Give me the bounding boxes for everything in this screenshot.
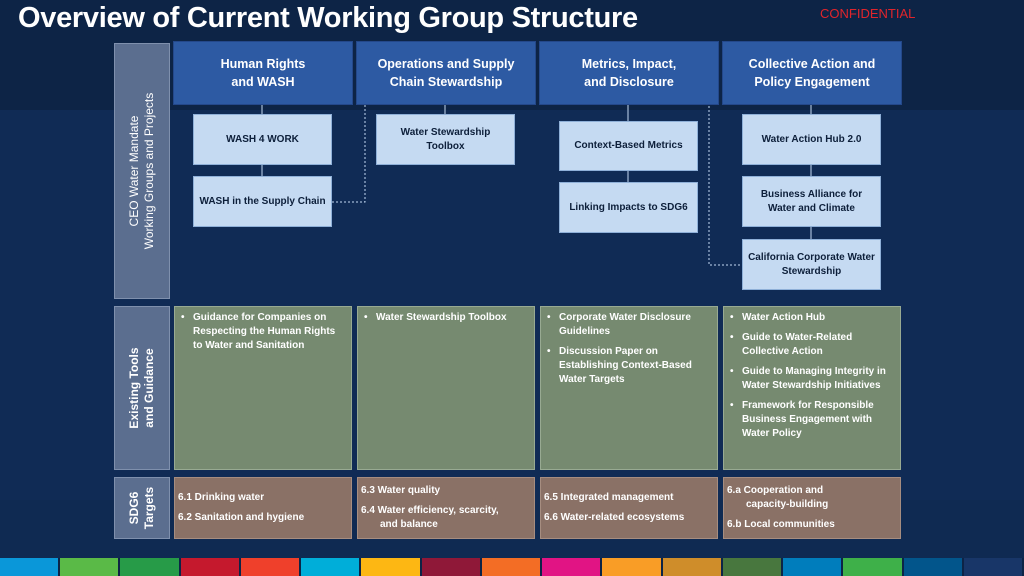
row-label-line: Working Groups and Projects xyxy=(142,92,156,250)
confidential-label: CONFIDENTIAL xyxy=(820,6,916,21)
header-operations-supply-chain: Operations and Supply Chain Stewardship xyxy=(357,42,535,104)
header-line: Chain Stewardship xyxy=(389,75,503,89)
tool-item: Corporate Water Disclosure Guidelines xyxy=(547,311,713,339)
header-line: Operations and Supply xyxy=(377,57,515,71)
sdg-stripe-segment xyxy=(421,558,480,576)
sdg-stripe-segment xyxy=(783,558,842,576)
page-title: Overview of Current Working Group Struct… xyxy=(18,2,638,34)
sdg-stripe-segment xyxy=(843,558,902,576)
sdg-stripe-segment xyxy=(481,558,541,576)
sdg-human-rights: 6.1 Drinking water 6.2 Sanitation and hy… xyxy=(174,477,352,539)
sdg-stripe-segment xyxy=(60,558,119,576)
header-line: Metrics, Impact, xyxy=(581,57,677,71)
sdg-target-line: capacity-building xyxy=(746,499,829,510)
sdg-stripe-segment xyxy=(361,558,420,576)
wg-line: Stewardship xyxy=(781,265,842,277)
row-label-working-groups: CEO Water Mandate Working Groups and Pro… xyxy=(114,43,170,299)
wg-water-action-hub: Water Action Hub 2.0 xyxy=(742,114,881,165)
tool-item: Discussion Paper on Establishing Context… xyxy=(547,345,713,387)
row-label-line: CEO Water Mandate xyxy=(127,115,141,227)
sdg-stripe-segment xyxy=(0,558,59,576)
sdg-stripe-segment xyxy=(903,558,962,576)
wg-california-corporate-water: California Corporate Water Stewardship xyxy=(742,239,881,290)
sdg-stripe-segment xyxy=(662,558,721,576)
wg-line: Business Alliance for xyxy=(760,188,863,200)
header-line: Collective Action and xyxy=(748,57,876,71)
row-label-line: and Guidance xyxy=(142,348,156,428)
sdg-stripe-segment xyxy=(963,558,1022,576)
sdg-target: 6.5 Integrated management xyxy=(544,492,674,503)
wg-wash-supply-chain: WASH in the Supply Chain xyxy=(193,176,332,227)
row-label-tools: Existing Tools and Guidance xyxy=(114,306,170,470)
sdg-target: 6.4 Water efficiency, scarcity, and bala… xyxy=(361,504,531,532)
tool-item: Water Action Hub xyxy=(730,311,896,325)
wg-line: Water Stewardship xyxy=(400,126,491,138)
wg-line: California Corporate Water xyxy=(748,251,875,263)
tool-item: Water Stewardship Toolbox xyxy=(364,311,530,325)
row-label-line: SDG6 xyxy=(127,491,141,525)
tools-operations: Water Stewardship Toolbox xyxy=(357,306,535,470)
header-metrics-impact-disclosure: Metrics, Impact, and Disclosure xyxy=(540,42,718,104)
sdg-collective-action: 6.a Cooperation and capacity-building 6.… xyxy=(723,477,901,539)
sdg-stripe-segment xyxy=(542,558,601,576)
wg-business-alliance: Business Alliance for Water and Climate xyxy=(742,176,881,227)
wg-context-based-metrics: Context-Based Metrics xyxy=(559,121,698,171)
sdg-metrics: 6.5 Integrated management 6.6 Water-rela… xyxy=(540,477,718,539)
sdg-target: 6.6 Water-related ecosystems xyxy=(544,512,685,523)
wg-wash-4-work: WASH 4 WORK xyxy=(193,114,332,165)
header-line: and WASH xyxy=(231,75,295,89)
tools-human-rights: Guidance for Companies on Respecting the… xyxy=(174,306,352,470)
header-collective-action-policy: Collective Action and Policy Engagement xyxy=(723,42,901,104)
tools-metrics: Corporate Water Disclosure Guidelines Di… xyxy=(540,306,718,470)
tool-item: Guide to Managing Integrity in Water Ste… xyxy=(730,365,896,393)
row-label-line: Existing Tools xyxy=(127,347,141,429)
sdg-target: 6.2 Sanitation and hygiene xyxy=(178,512,305,523)
sdg-operations: 6.3 Water quality 6.4 Water efficiency, … xyxy=(357,477,535,539)
sdg-stripe-segment xyxy=(722,558,782,576)
sdg-stripe-segment xyxy=(240,558,300,576)
sdg-target: 6.3 Water quality xyxy=(361,485,441,496)
wg-line: Toolbox xyxy=(426,140,465,152)
wg-linking-impacts-sdg6: Linking Impacts to SDG6 xyxy=(559,182,698,233)
row-label-sdg: SDG6 Targets xyxy=(114,477,170,539)
sdg-stripe-segment xyxy=(602,558,661,576)
tool-item: Framework for Responsible Business Engag… xyxy=(730,399,896,441)
sdg-stripe-segment xyxy=(120,558,179,576)
header-line: and Disclosure xyxy=(584,75,674,89)
sdg-target-line: 6.a Cooperation and xyxy=(727,485,824,496)
header-line: Policy Engagement xyxy=(754,75,870,89)
wg-water-stewardship-toolbox: Water Stewardship Toolbox xyxy=(376,114,515,165)
sdg-stripe-segment xyxy=(180,558,239,576)
header-line: Human Rights xyxy=(220,57,306,71)
sdg-target: 6.1 Drinking water xyxy=(178,492,265,503)
wg-line: Water and Climate xyxy=(768,202,855,214)
sdg-target-line: and balance xyxy=(380,519,438,530)
row-label-line: Targets xyxy=(142,486,156,530)
sdg-target-line: 6.4 Water efficiency, scarcity, xyxy=(361,505,499,516)
sdg-target: 6.b Local communities xyxy=(727,519,835,530)
tool-item: Guidance for Companies on Respecting the… xyxy=(181,311,347,353)
header-human-rights-wash: Human Rights and WASH xyxy=(174,42,352,104)
tool-item: Guide to Water-Related Collective Action xyxy=(730,331,896,359)
tools-collective-action: Water Action Hub Guide to Water-Related … xyxy=(723,306,901,470)
sdg-stripe-segment xyxy=(301,558,360,576)
sdg-target: 6.a Cooperation and capacity-building xyxy=(727,484,897,512)
